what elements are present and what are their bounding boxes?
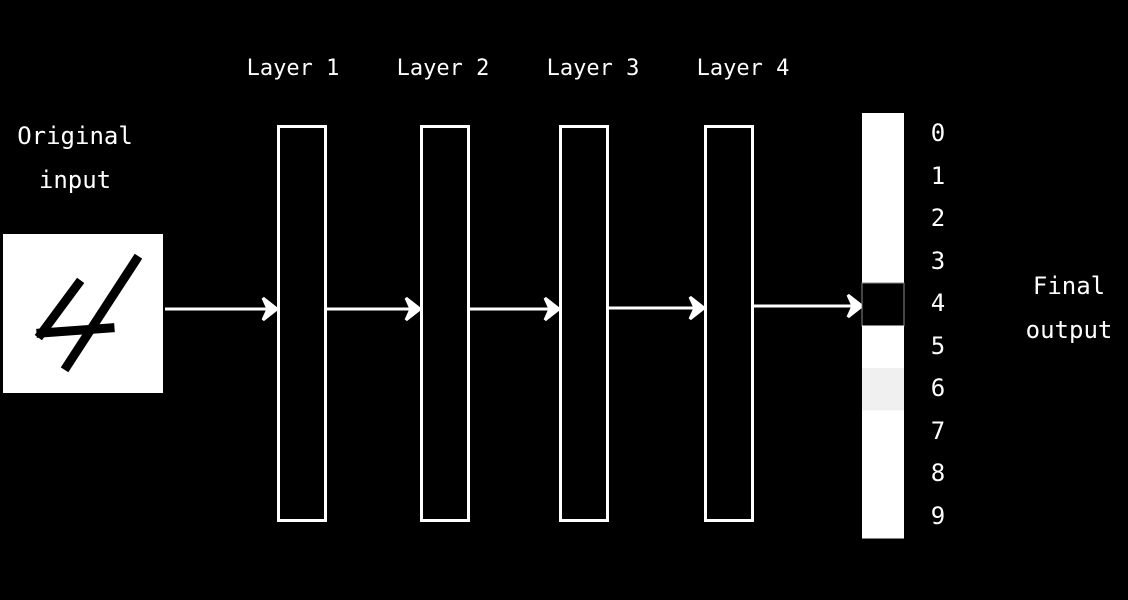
- input-label-line1: Original: [17, 122, 133, 150]
- output-cell-3: [862, 240, 904, 284]
- output-cell-0: [862, 113, 904, 156]
- arrow-layer3-to-layer4: [609, 295, 707, 321]
- arrow-layer1-to-layer2: [327, 296, 423, 322]
- output-bar: [861, 113, 905, 539]
- layer-1-box: [277, 125, 327, 522]
- output-label-line2: output: [1025, 316, 1113, 344]
- output-class-label: 5: [930, 331, 946, 360]
- output-class-label: 9: [930, 501, 946, 530]
- output-label-line1: Final: [1032, 272, 1106, 300]
- output-class-label: 8: [930, 459, 946, 487]
- output-cell-5: [862, 325, 904, 369]
- layer-2-box: [420, 125, 470, 522]
- arrow-input-to-layer1: [165, 296, 280, 322]
- layer-1-label: Layer 1: [246, 56, 340, 81]
- output-class-label: 0: [930, 119, 946, 147]
- output-class-label: 3: [930, 246, 946, 275]
- output-class-label: 6: [930, 374, 946, 402]
- output-cell-1: [862, 155, 904, 199]
- output-cell-8: [862, 453, 904, 496]
- output-class-label: 7: [930, 416, 946, 445]
- output-label: Final output: [1010, 264, 1128, 352]
- input-label-line2: input: [38, 166, 112, 194]
- layer-4-box: [704, 125, 754, 522]
- arrow-layer4-to-output: [754, 293, 865, 319]
- handwritten-digit: [34, 253, 143, 373]
- output-cell-2: [862, 198, 904, 241]
- input-label: Original input: [0, 114, 150, 202]
- output-class-label: 2: [930, 204, 946, 232]
- output-class-label: 4: [930, 289, 946, 317]
- layer-2-label: Layer 2: [396, 56, 490, 81]
- output-cell-4: [861, 282, 905, 327]
- layer-3-label: Layer 3: [546, 56, 640, 81]
- layer-4-label: Layer 4: [696, 56, 790, 81]
- output-cell-7: [862, 410, 904, 454]
- layer-3-box: [559, 125, 609, 522]
- output-cell-9: [862, 495, 904, 539]
- output-class-label: 1: [930, 161, 946, 190]
- output-cell-6: [862, 368, 904, 411]
- arrow-layer2-to-layer3: [470, 296, 562, 322]
